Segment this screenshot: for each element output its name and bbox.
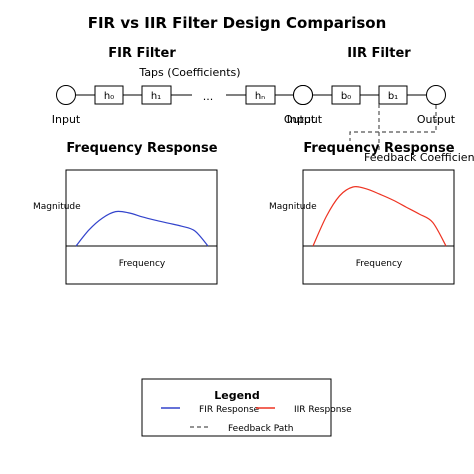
fir-tap-label: h₀ (104, 91, 114, 102)
iir-response-xlabel: Frequency (356, 259, 403, 269)
fir-response-curve (75, 210, 209, 247)
iir-feedback-path (349, 105, 437, 141)
fir-heading: FIR Filter (108, 46, 176, 61)
iir-coeff-box (378, 85, 408, 105)
fir-tap-box (141, 85, 172, 105)
iir-input-node (293, 85, 313, 105)
iir-feedback-label: Feedback Coefficients (364, 151, 474, 164)
fir-ellipsis: ... (203, 90, 214, 103)
iir-coeff-label: b₁ (388, 91, 398, 102)
iir-coeff-box (331, 85, 361, 105)
fir-response-heading: Frequency Response (66, 141, 217, 156)
fir-tap-box (94, 85, 124, 105)
legend-iir-label: IIR Response (294, 405, 352, 415)
fir-output-label: Output (284, 113, 323, 126)
iir-response-curve (312, 186, 447, 247)
iir-coeff-label: b₀ (341, 91, 351, 102)
fir-tap-label: hₙ (255, 91, 265, 102)
diagram-title: FIR vs IIR Filter Design Comparison (88, 14, 387, 32)
iir-input-label: Input (287, 113, 316, 126)
legend-fir-label: FIR Response (199, 405, 260, 415)
fir-response-ylabel: Magnitude (33, 202, 81, 212)
fir-tap-box (245, 85, 276, 105)
fir-input-node (56, 85, 76, 105)
fir-tap-label: h₁ (151, 91, 161, 102)
iir-response-plot-frame (302, 169, 455, 285)
legend-title: Legend (214, 389, 260, 402)
iir-output-node (426, 85, 446, 105)
iir-response-heading: Frequency Response (303, 141, 454, 156)
legend-feedback-label: Feedback Path (228, 424, 294, 434)
iir-heading: IIR Filter (347, 46, 411, 61)
fir-input-label: Input (52, 113, 81, 126)
fir-response-xlabel: Frequency (119, 259, 166, 269)
fir-taps-label: Taps (Coefficients) (138, 66, 240, 79)
iir-response-ylabel: Magnitude (269, 202, 317, 212)
